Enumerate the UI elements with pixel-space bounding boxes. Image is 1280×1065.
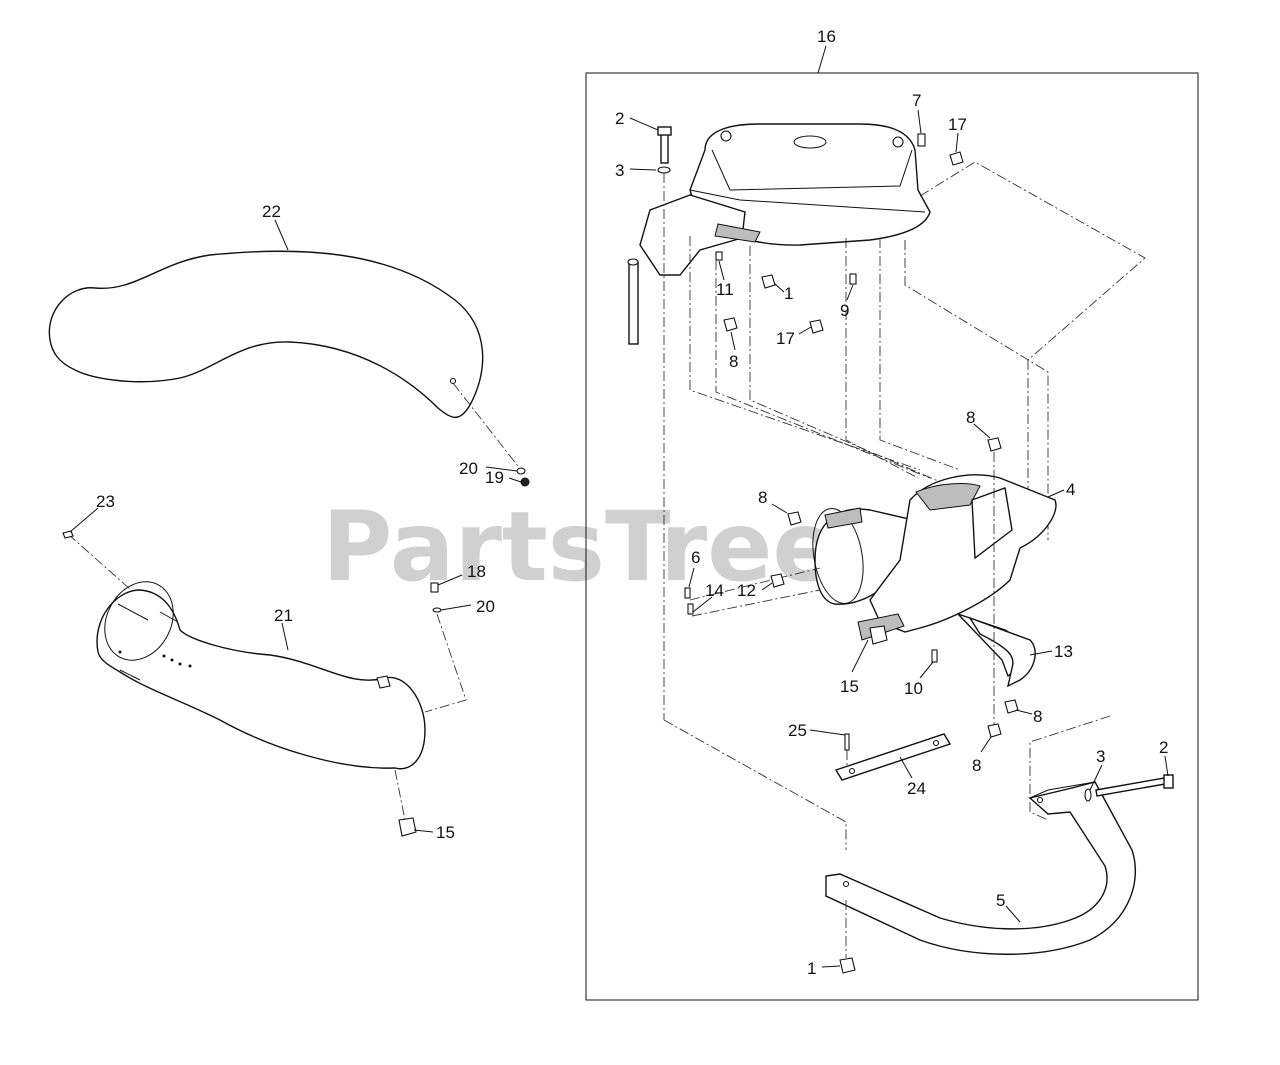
callout-16: 16 [817,27,836,46]
part-22-curved-hose[interactable] [48,250,484,419]
part-14-pin[interactable] [687,603,694,615]
callout-15: 15 [436,823,455,842]
part-19-nut[interactable] [520,477,530,487]
part-17-bolt-mid[interactable] [809,319,824,334]
part-3-washer-bottom[interactable] [1084,788,1092,802]
callout-1: 1 [784,284,793,303]
callout-7: 7 [912,91,921,110]
part-15-clip-left[interactable] [398,817,417,837]
callout-25: 25 [788,721,807,740]
part-8-nut-c[interactable] [787,511,802,526]
part-21-elbow-tube[interactable] [91,570,426,770]
part-24-plate[interactable] [834,733,952,781]
callout-2: 2 [1159,738,1168,757]
callout-5: 5 [996,891,1005,910]
part-3-washer-top[interactable] [657,166,671,174]
callout-15: 15 [840,677,859,696]
part-9-screw[interactable] [849,273,857,285]
callout-24: 24 [907,779,926,798]
part-pin[interactable] [627,258,639,345]
part-2-bolt-bottom[interactable] [1095,774,1174,797]
part-1-nut-top[interactable] [761,274,776,289]
part-5-handle[interactable] [825,781,1136,955]
callout-11: 11 [716,280,734,299]
callout-19: 19 [485,468,504,487]
part-13-spring[interactable] [968,616,1036,688]
callout-8: 8 [972,756,981,775]
assembly-16-frame [585,72,1199,1001]
part-18-bolt[interactable] [430,582,439,593]
callout-3: 3 [615,161,624,180]
lower-chute[interactable] [806,474,1057,678]
part-17-nut-top[interactable] [949,151,964,166]
part-2-bolt-top[interactable] [657,126,672,164]
callout-3: 3 [1096,747,1105,766]
callout-2: 2 [615,109,624,128]
callout-10: 10 [904,679,923,698]
part-10-screw[interactable] [931,649,938,663]
part-15-clip-right[interactable] [869,625,888,645]
part-23-screw[interactable] [62,530,74,539]
callout-13: 13 [1054,642,1073,661]
callout-22: 22 [262,202,281,221]
callout-9: 9 [840,301,849,320]
part-11-screw[interactable] [715,251,723,261]
callout-17: 17 [948,115,967,134]
callout-21: 21 [274,606,293,625]
part-12-bolt[interactable] [770,573,785,588]
callout-14: 14 [705,581,724,600]
callout-6: 6 [691,548,700,567]
callout-17: 17 [776,329,795,348]
part-8-nut-a[interactable] [723,317,738,332]
part-8-nut-d[interactable] [1004,699,1019,714]
callout-12: 12 [737,581,756,600]
callout-23: 23 [96,492,115,511]
callout-1: 1 [807,959,816,978]
callout-20: 20 [476,597,495,616]
callout-8: 8 [758,488,767,507]
callout-8: 8 [1033,707,1042,726]
watermark: PartsTree [322,491,837,603]
callout-4: 4 [1066,480,1075,499]
part-20-washer-bottom[interactable] [432,607,442,613]
callout-18: 18 [467,562,486,581]
part-20-washer-top[interactable] [516,467,526,475]
upper-deflector-housing[interactable] [639,123,931,276]
part-8-nut-e[interactable] [987,723,1002,738]
callout-20: 20 [459,459,478,478]
part-6-pin[interactable] [684,587,691,599]
callout-8: 8 [729,352,738,371]
callout-8: 8 [966,408,975,427]
part-7-screw[interactable] [917,133,926,147]
part-1-nut-bottom[interactable] [839,957,856,974]
part-25-screw[interactable] [844,733,850,751]
part-8-nut-b[interactable] [987,437,1002,452]
